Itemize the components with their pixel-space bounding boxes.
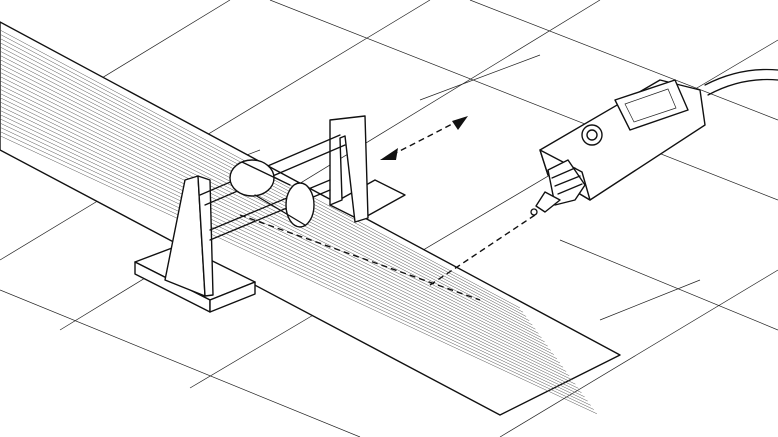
wood-grain-line xyxy=(0,72,551,351)
wood-grain-line xyxy=(0,55,539,334)
wood-grain-line xyxy=(0,118,585,398)
wood-grain-line xyxy=(0,135,598,414)
probe-meter xyxy=(530,68,778,216)
wood-grain-line xyxy=(0,84,561,364)
wood-grain-line xyxy=(0,76,554,355)
wood-grain-line xyxy=(0,63,545,343)
wood-grain-line xyxy=(0,93,567,372)
wood-grain-line xyxy=(0,110,579,389)
wood-grain-line xyxy=(0,101,573,381)
wood-grain-line xyxy=(0,67,548,347)
wood-grain-line xyxy=(0,97,570,376)
wood-grain-line xyxy=(0,59,542,338)
fixture-holder xyxy=(134,115,406,313)
laser-beam xyxy=(239,214,536,301)
wood-grain-line xyxy=(0,105,576,385)
wood-grain-line xyxy=(0,131,594,410)
wood-grain-line xyxy=(0,80,558,359)
wood-grain-line xyxy=(0,122,588,402)
double-arrow-icon xyxy=(380,116,468,160)
wood-grain-line xyxy=(0,89,564,368)
wood-grain-line xyxy=(0,114,582,393)
wood-grain-line xyxy=(0,127,591,406)
